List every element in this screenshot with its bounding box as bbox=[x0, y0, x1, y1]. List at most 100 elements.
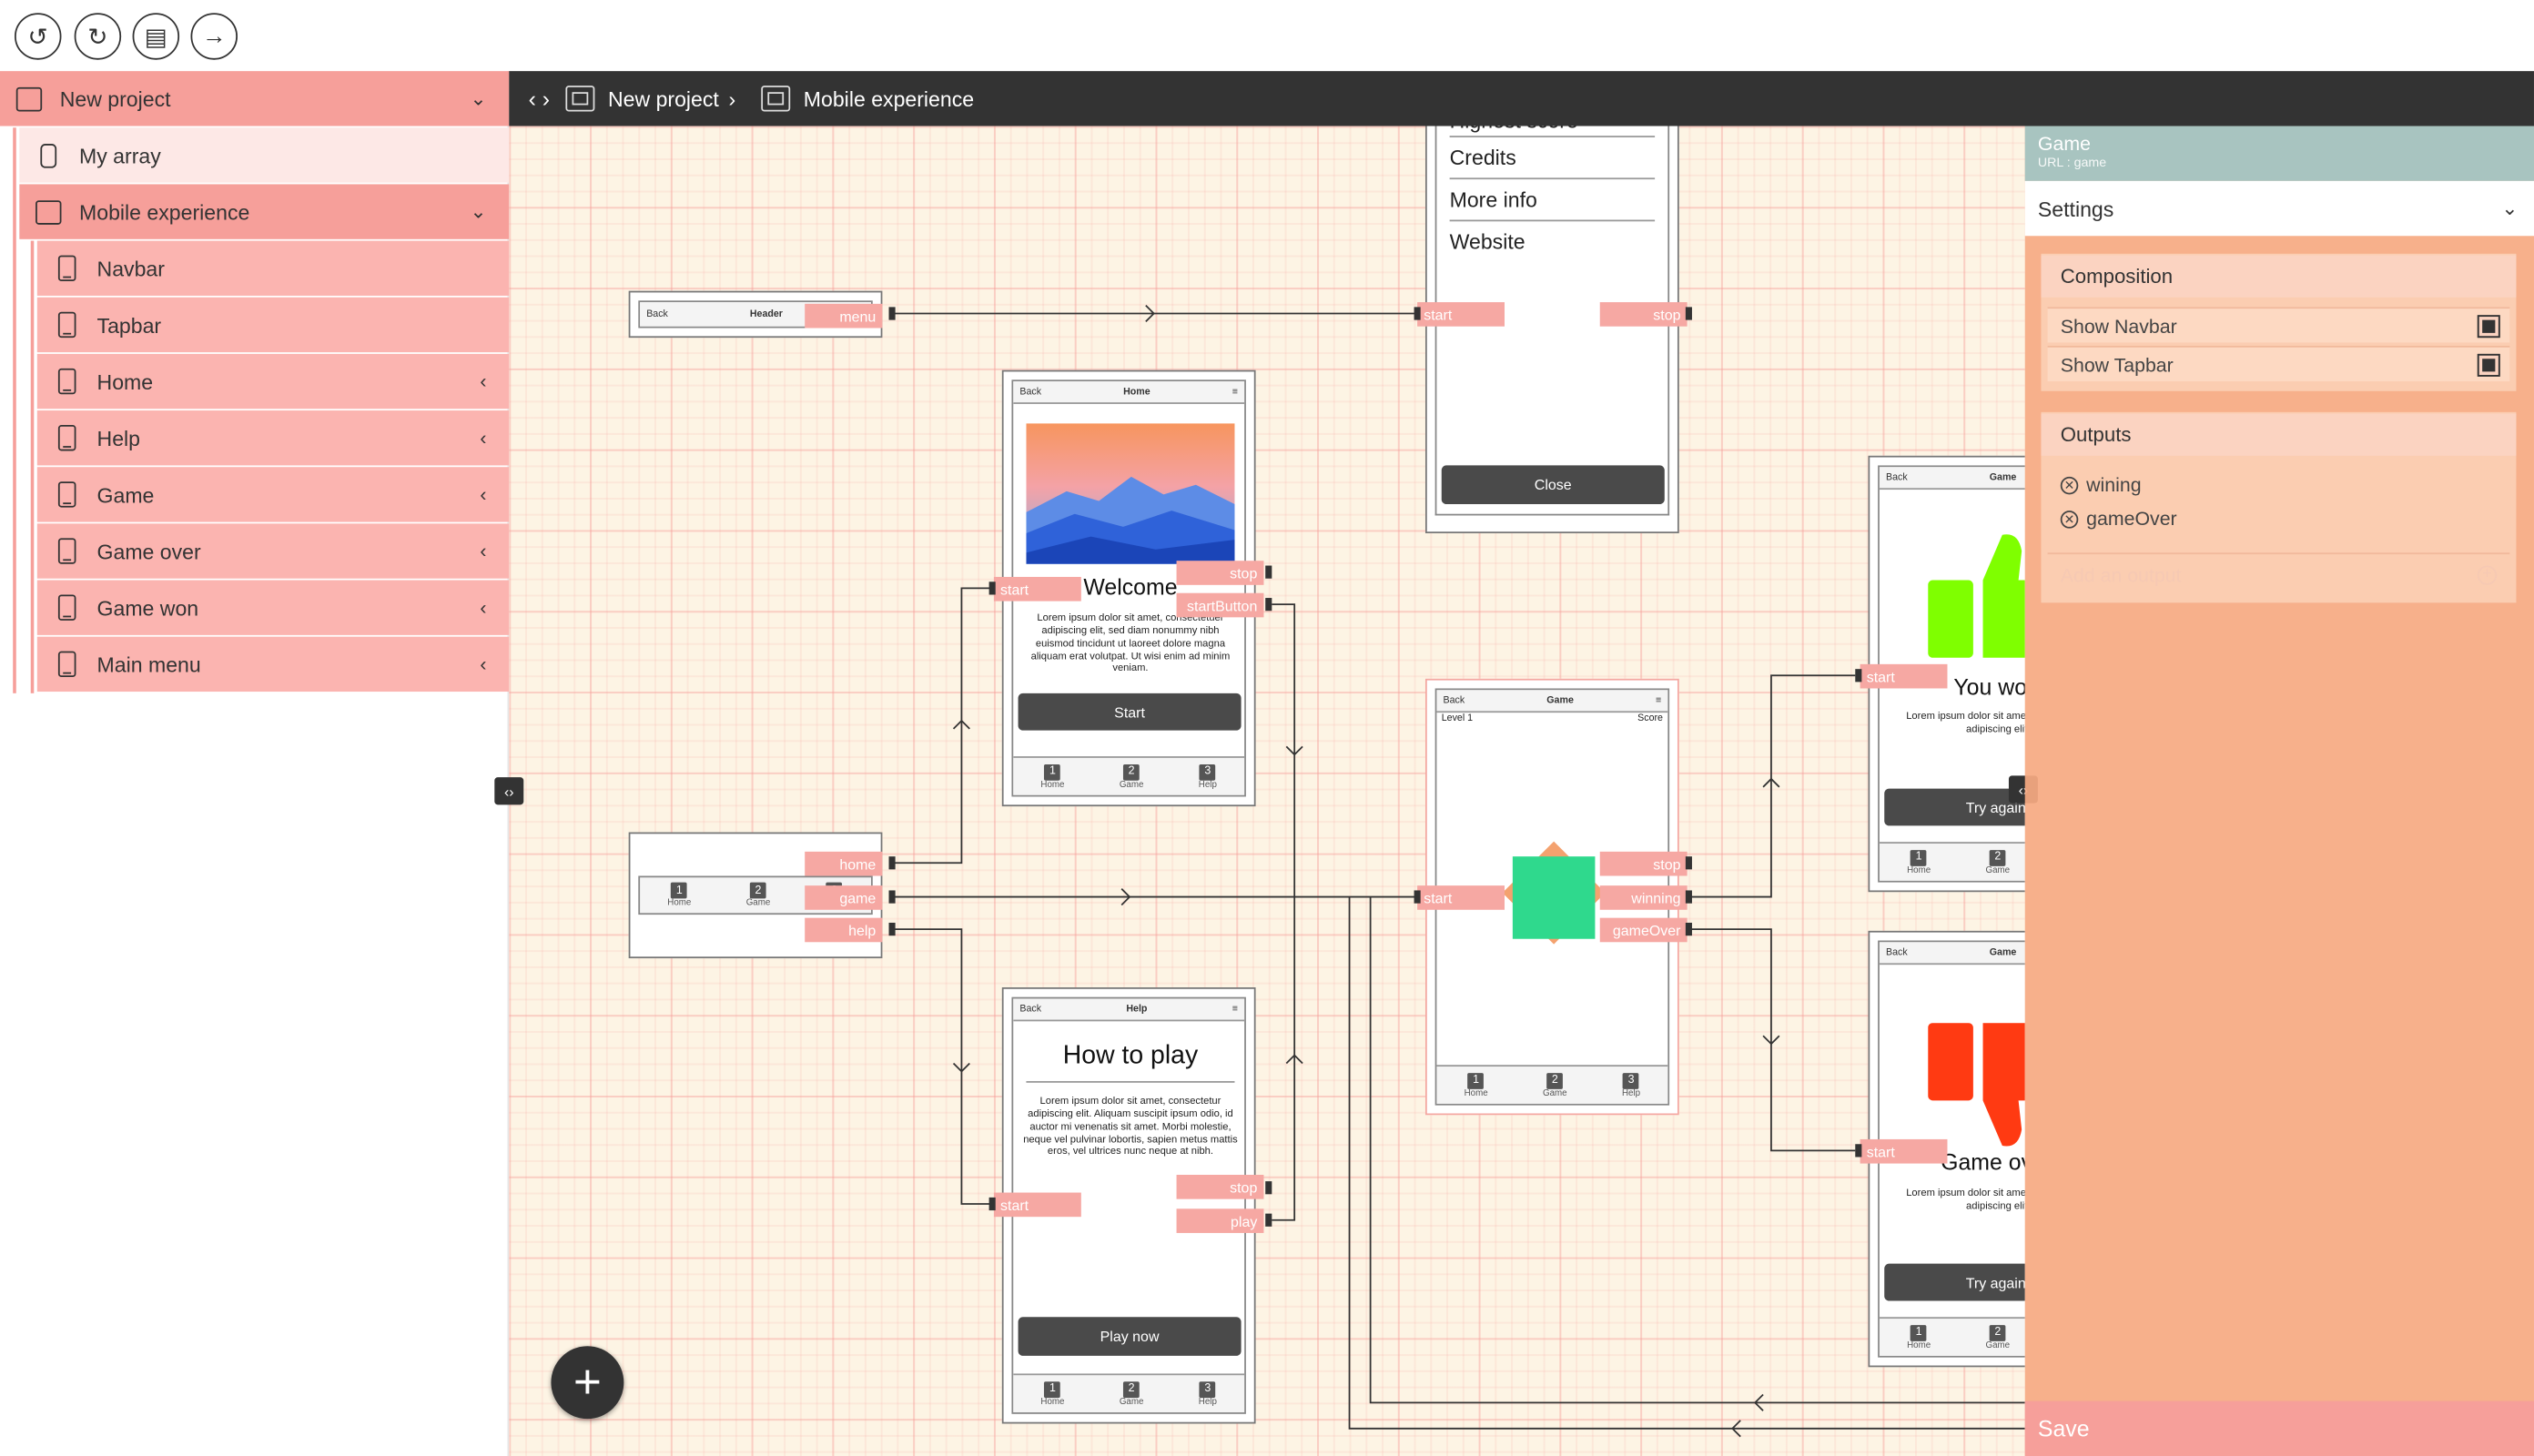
port-stop[interactable]: stop bbox=[1176, 561, 1264, 585]
puzzle-icon bbox=[761, 86, 791, 112]
port-play[interactable]: play bbox=[1176, 1208, 1264, 1233]
outputs-title: Outputs bbox=[2041, 413, 2517, 456]
port-stop[interactable]: stop bbox=[1176, 1175, 1264, 1199]
help-heading: How to play bbox=[1026, 1035, 1235, 1083]
port-stop[interactable]: stop bbox=[1599, 851, 1688, 876]
try-again-button[interactable]: Try again bbox=[1884, 1263, 2025, 1301]
sidebar-toggle-icon[interactable]: ‹› bbox=[494, 777, 524, 805]
show-navbar-checkbox[interactable] bbox=[2477, 314, 2500, 338]
start-button[interactable]: Start bbox=[1018, 693, 1242, 731]
header-node[interactable]: Back Header menu bbox=[628, 290, 883, 339]
port-handle[interactable] bbox=[1685, 922, 1692, 936]
chevron-left-icon[interactable]: ‹ bbox=[480, 652, 487, 676]
port-startbutton[interactable]: startButton bbox=[1176, 592, 1264, 618]
breadcrumb-page[interactable]: Mobile experience bbox=[803, 86, 975, 111]
port-handle[interactable] bbox=[888, 307, 896, 320]
settings-dropdown[interactable]: Settings ⌄ bbox=[2024, 180, 2534, 237]
port-start[interactable]: start bbox=[993, 576, 1081, 602]
port-handle[interactable] bbox=[888, 922, 896, 936]
menu-node[interactable]: Highest score Credits More info Website … bbox=[1417, 126, 1688, 534]
port-home[interactable]: home bbox=[805, 851, 883, 876]
remove-icon[interactable]: ✕ bbox=[2060, 510, 2079, 528]
chevron-left-icon[interactable]: ‹ bbox=[480, 426, 487, 450]
port-handle[interactable] bbox=[888, 856, 896, 870]
home-node[interactable]: Back Home ≡ Welcome Lorem ipsum dolor si… bbox=[993, 369, 1264, 807]
sidebar-item-navbar[interactable]: Navbar bbox=[36, 240, 510, 296]
remove-icon[interactable]: ✕ bbox=[2060, 475, 2079, 494]
sidebar-item-my-array[interactable]: My array bbox=[19, 127, 510, 183]
sidebar-item-game-over[interactable]: Game over ‹ bbox=[36, 523, 510, 579]
port-game[interactable]: game bbox=[805, 885, 883, 910]
add-icon[interactable]: + bbox=[2477, 564, 2498, 584]
port-start[interactable]: start bbox=[1860, 663, 1948, 689]
play-now-button[interactable]: Play now bbox=[1018, 1317, 1242, 1356]
phone-icon bbox=[52, 480, 81, 509]
port-handle[interactable] bbox=[1855, 669, 1862, 682]
game-over-node[interactable]: Back Game ≡ Game over Lorem ipsum dolor … bbox=[1860, 930, 2025, 1368]
chevron-down-icon[interactable]: ⌄ bbox=[470, 200, 487, 224]
port-handle[interactable] bbox=[1685, 890, 1692, 904]
add-node-button[interactable]: + bbox=[551, 1346, 624, 1420]
sidebar-item-game[interactable]: Game ‹ bbox=[36, 467, 510, 522]
sidebar-item-tapbar[interactable]: Tapbar bbox=[36, 297, 510, 353]
over-heading: Game over bbox=[1941, 1148, 2025, 1176]
export-icon[interactable]: → bbox=[190, 13, 238, 60]
port-handle[interactable] bbox=[1685, 307, 1692, 320]
sidebar-item-help[interactable]: Help ‹ bbox=[36, 410, 510, 466]
port-handle[interactable] bbox=[1414, 307, 1421, 320]
port-handle[interactable] bbox=[1265, 565, 1272, 579]
save-button[interactable]: Save bbox=[2024, 1400, 2534, 1456]
port-handle[interactable] bbox=[1265, 598, 1272, 612]
port-start[interactable]: start bbox=[1860, 1138, 1948, 1164]
chevron-down-icon[interactable]: ⌄ bbox=[470, 86, 487, 110]
port-handle[interactable] bbox=[988, 1197, 996, 1211]
chevron-left-icon[interactable]: ‹ bbox=[480, 369, 487, 393]
add-output-input[interactable]: Add an output + bbox=[2047, 552, 2510, 594]
port-stop[interactable]: stop bbox=[1599, 302, 1688, 327]
menu-icon: ≡ bbox=[1232, 1004, 1239, 1015]
port-start[interactable]: start bbox=[993, 1192, 1081, 1218]
output-item[interactable]: ✕ gameOver bbox=[2048, 502, 2510, 535]
sidebar-item-main-menu[interactable]: Main menu ‹ bbox=[36, 636, 510, 693]
port-handle[interactable] bbox=[888, 890, 896, 904]
redo-icon[interactable]: ↻ bbox=[74, 13, 122, 60]
port-handle[interactable] bbox=[1685, 856, 1692, 870]
sidebar-item-game-won[interactable]: Game won ‹ bbox=[36, 580, 510, 635]
port-start[interactable]: start bbox=[1417, 302, 1505, 327]
port-handle[interactable] bbox=[1414, 890, 1421, 904]
output-item[interactable]: ✕ wining bbox=[2048, 469, 2510, 501]
close-button[interactable]: Close bbox=[1441, 465, 1665, 505]
port-gameover[interactable]: gameOver bbox=[1599, 917, 1688, 943]
menu-item: Highest score bbox=[1449, 126, 1656, 137]
show-tapbar-row[interactable]: Show Tapbar bbox=[2047, 346, 2510, 382]
sidebar-item-home[interactable]: Home ‹ bbox=[36, 353, 510, 410]
port-handle[interactable] bbox=[1265, 1213, 1272, 1227]
breadcrumb-project[interactable]: New project bbox=[607, 86, 719, 111]
undo-icon[interactable]: ↺ bbox=[14, 13, 62, 60]
help-node[interactable]: Back Help ≡ How to play Lorem ipsum dolo… bbox=[993, 987, 1264, 1424]
try-again-button[interactable]: Try again bbox=[1884, 788, 2025, 826]
sidebar-item-mobile-experience[interactable]: Mobile experience ⌄ bbox=[19, 184, 510, 239]
back-label: Back bbox=[1886, 472, 1908, 483]
port-winning[interactable]: winning bbox=[1599, 885, 1688, 910]
port-handle[interactable] bbox=[1265, 1181, 1272, 1195]
code-toggle-icon[interactable]: ‹ › bbox=[528, 86, 551, 112]
port-menu[interactable]: menu bbox=[805, 303, 883, 329]
chevron-left-icon[interactable]: ‹ bbox=[480, 482, 487, 506]
show-navbar-row[interactable]: Show Navbar bbox=[2047, 307, 2510, 343]
chevron-left-icon[interactable]: ‹ bbox=[480, 540, 487, 562]
game-square-shape[interactable] bbox=[1512, 856, 1596, 939]
game-won-node[interactable]: Back Game ≡ You won Lorem ipsum dolor si… bbox=[1860, 455, 2025, 893]
port-handle[interactable] bbox=[988, 581, 996, 595]
show-tapbar-checkbox[interactable] bbox=[2477, 353, 2500, 376]
show-tapbar-label: Show Tapbar bbox=[2060, 353, 2174, 376]
chevron-left-icon[interactable]: ‹ bbox=[480, 596, 487, 620]
port-start[interactable]: start bbox=[1417, 885, 1505, 910]
inbox-icon[interactable]: ▤ bbox=[132, 13, 180, 60]
port-handle[interactable] bbox=[1855, 1144, 1862, 1158]
port-help[interactable]: help bbox=[805, 917, 883, 943]
sidebar-item-project[interactable]: New project ⌄ bbox=[0, 71, 510, 126]
